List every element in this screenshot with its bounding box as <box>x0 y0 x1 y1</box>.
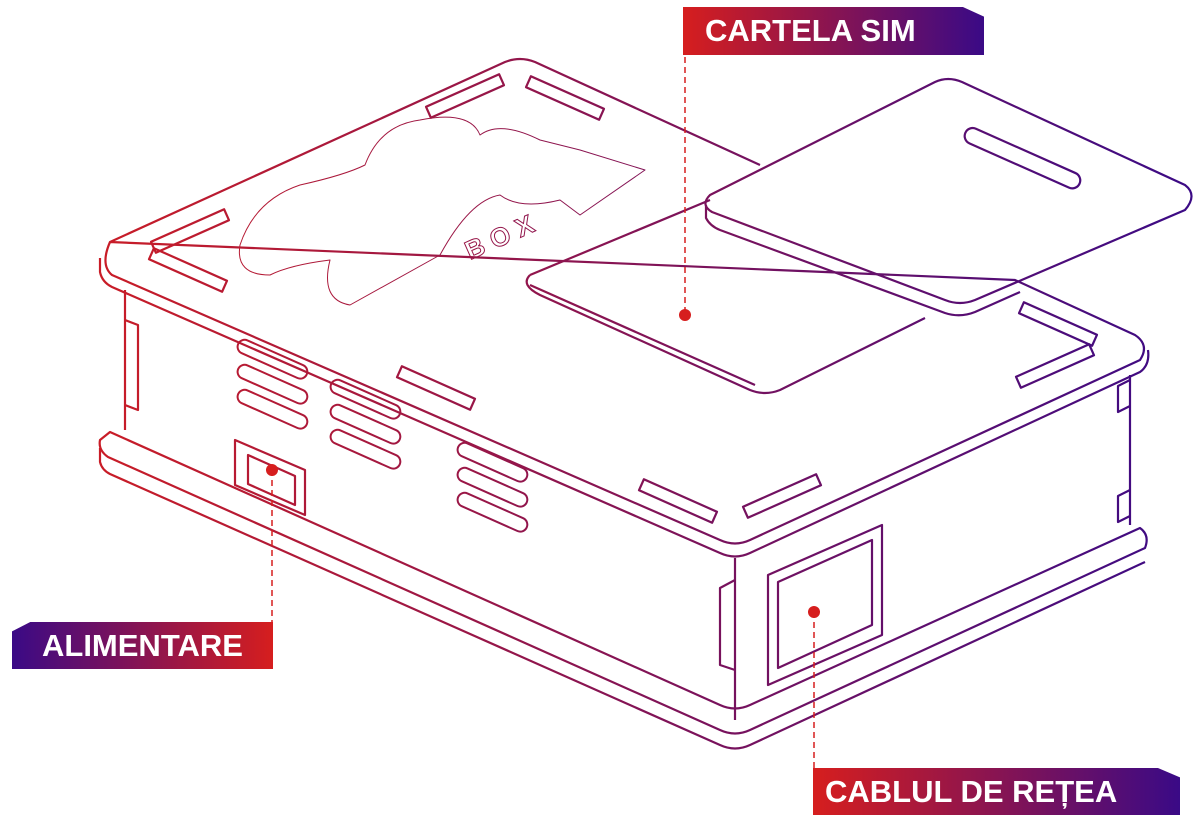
lid-outline <box>104 57 1146 545</box>
sim-pointer-dot <box>679 309 691 321</box>
logo-outline <box>238 116 646 306</box>
power-port <box>233 438 307 517</box>
power-pointer-dot <box>266 464 278 476</box>
power-label: ALIMENTARE <box>12 622 273 669</box>
logo-text: BOX <box>460 205 546 265</box>
body-left-side <box>123 290 1132 720</box>
sim-cover <box>704 77 1193 305</box>
bottom-plate <box>98 430 1148 735</box>
network-cable-label: CABLUL DE REȚEA <box>813 768 1180 815</box>
vents <box>236 338 529 533</box>
sim-card-label: CARTELA SIM <box>683 7 984 55</box>
network-port <box>766 523 884 687</box>
sim-opening <box>525 198 926 395</box>
network-pointer-dot <box>808 606 820 618</box>
